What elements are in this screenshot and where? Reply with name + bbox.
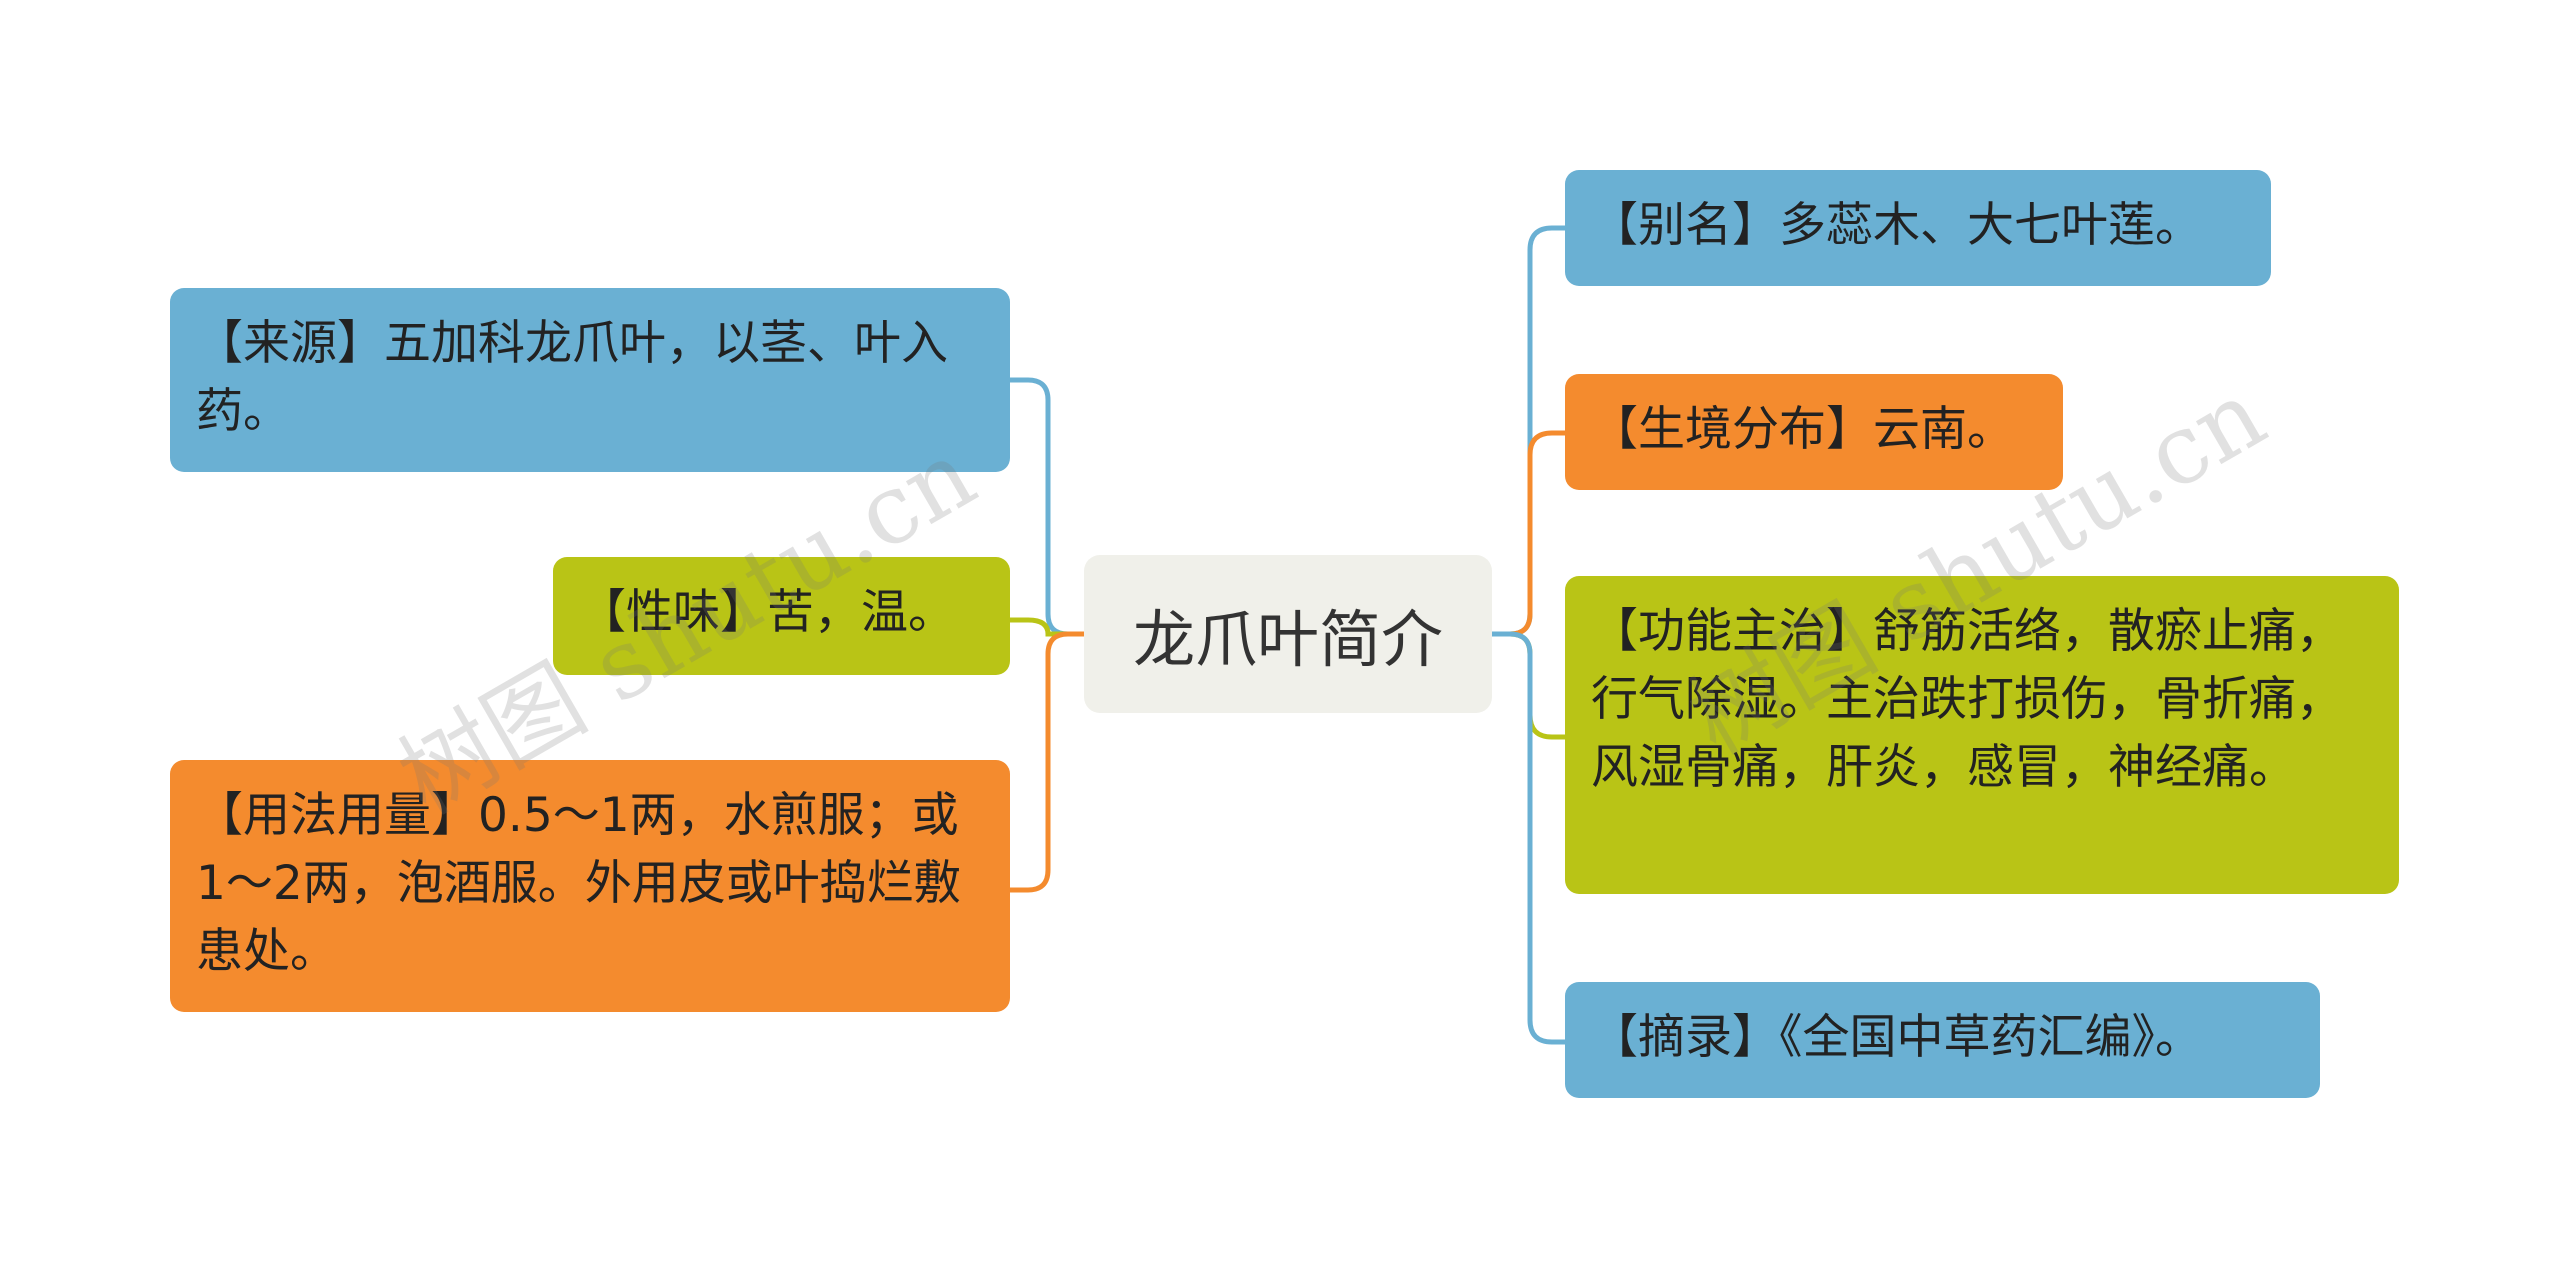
central-topic: 龙爪叶简介: [1084, 555, 1492, 713]
link-source: [1010, 377, 1084, 637]
node-alias-text: 【别名】多蕊木、大七叶莲。: [1591, 198, 2202, 253]
node-alias: 【别名】多蕊木、大七叶莲。: [1565, 170, 2271, 286]
node-habitat: 【生境分布】云南。: [1565, 374, 2063, 490]
node-function: 【功能主治】舒筋活络，散瘀止痛，行气除湿。主治跌打损伤，骨折痛，风湿骨痛，肝炎，…: [1565, 576, 2399, 894]
node-excerpt-text: 【摘录】《全国中草药汇编》。: [1591, 1010, 2202, 1065]
node-taste: 【性味】苦，温。: [553, 557, 1010, 675]
node-usage: 【用法用量】0.5～1两，水煎服；或1～2两，泡酒服。外用皮或叶捣烂敷患处。: [170, 760, 1010, 1012]
node-source: 【来源】五加科龙爪叶，以茎、叶入药。: [170, 288, 1010, 472]
node-function-text: 【功能主治】舒筋活络，散瘀止痛，行气除湿。主治跌打损伤，骨折痛，风湿骨痛，肝炎，…: [1591, 604, 2343, 795]
central-topic-label: 龙爪叶简介: [1132, 603, 1443, 676]
link-excerpt: [1492, 631, 1565, 1045]
link-usage: [1010, 631, 1084, 893]
node-excerpt: 【摘录】《全国中草药汇编》。: [1565, 982, 2320, 1098]
link-taste: [1010, 617, 1084, 637]
node-habitat-text: 【生境分布】云南。: [1591, 402, 2014, 457]
node-source-text: 【来源】五加科龙爪叶，以茎、叶入药。: [196, 316, 948, 439]
node-usage-text: 【用法用量】0.5～1两，水煎服；或1～2两，泡酒服。外用皮或叶捣烂敷患处。: [196, 788, 961, 979]
node-taste-text: 【性味】苦，温。: [579, 585, 955, 640]
link-habitat: [1492, 430, 1565, 637]
